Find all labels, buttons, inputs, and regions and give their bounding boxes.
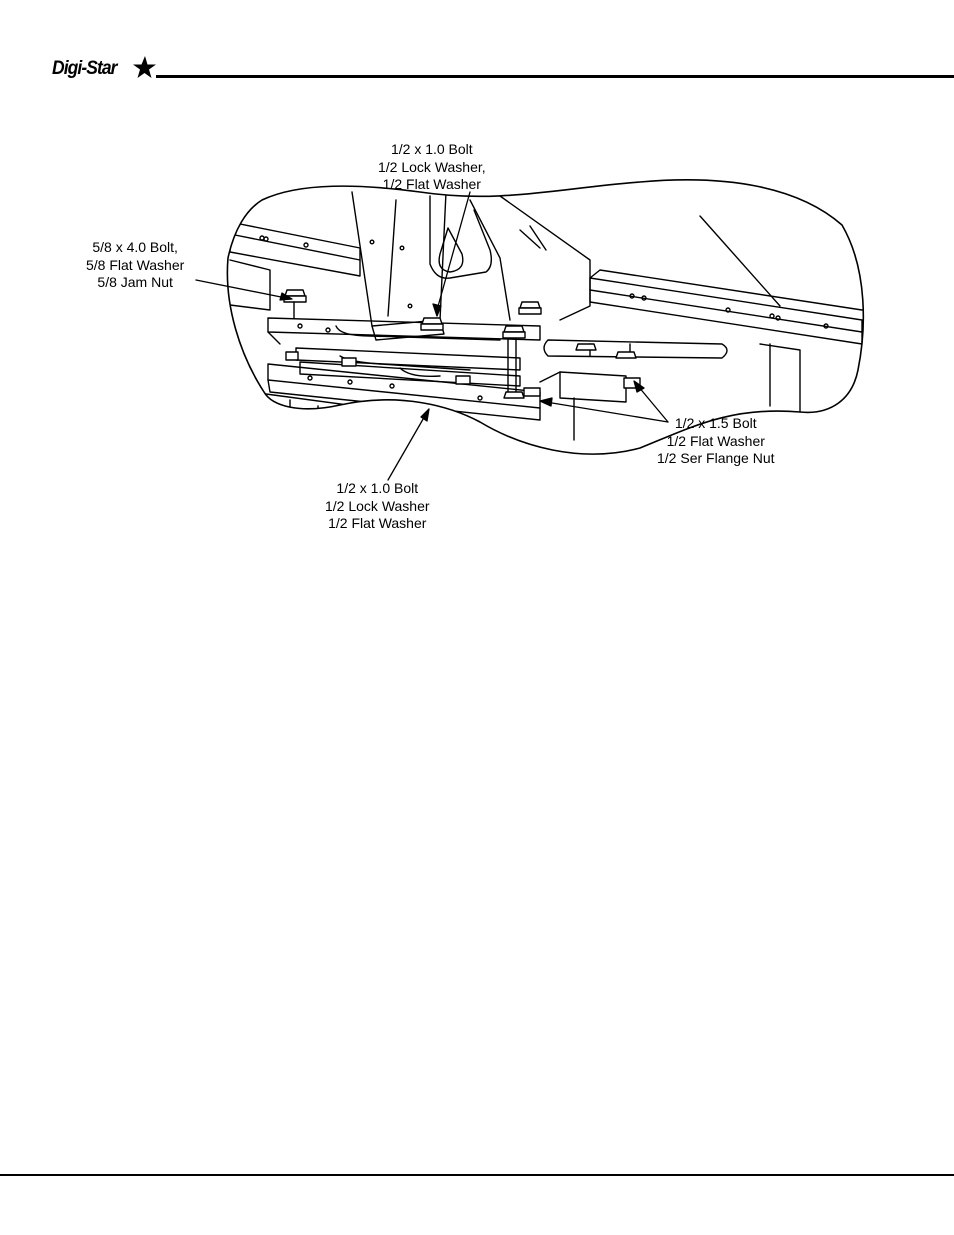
callout-line: 5/8 x 4.0 Bolt, [92,239,178,255]
callout-line: 1/2 Flat Washer [328,515,427,531]
callout-right-hardware: 1/2 x 1.5 Bolt 1/2 Flat Washer 1/2 Ser F… [657,415,775,468]
digi-star-logo: Digi-Star [52,56,156,86]
callout-line: 1/2 x 1.0 Bolt [336,480,419,496]
callout-line: 5/8 Flat Washer [86,256,185,273]
callout-line: 1/2 Lock Washer, [378,158,486,175]
callout-line: 1/2 Ser Flange Nut [657,450,775,466]
callout-top-hardware: 1/2 x 1.0 Bolt 1/2 Lock Washer, 1/2 Flat… [378,141,486,194]
callout-line: 1/2 x 1.5 Bolt [674,415,757,431]
callout-line: 1/2 x 1.0 Bolt [390,141,473,157]
mounting-hardware-figure: 1/2 x 1.0 Bolt 1/2 Lock Washer, 1/2 Flat… [0,130,954,550]
callout-line: 1/2 Lock Washer [325,497,430,514]
callout-bottom-hardware: 1/2 x 1.0 Bolt 1/2 Lock Washer 1/2 Flat … [325,480,430,533]
footer-rule [0,1174,954,1176]
assembly-illustration [195,179,865,481]
star-icon [133,56,156,78]
callout-left-hardware: 5/8 x 4.0 Bolt, 5/8 Flat Washer 5/8 Jam … [86,239,184,292]
logo-text: Digi-Star [52,58,117,79]
callout-line: 5/8 Jam Nut [97,274,173,290]
header-rule [156,75,954,78]
callout-line: 1/2 Flat Washer [666,432,765,449]
callout-line: 1/2 Flat Washer [382,176,481,192]
